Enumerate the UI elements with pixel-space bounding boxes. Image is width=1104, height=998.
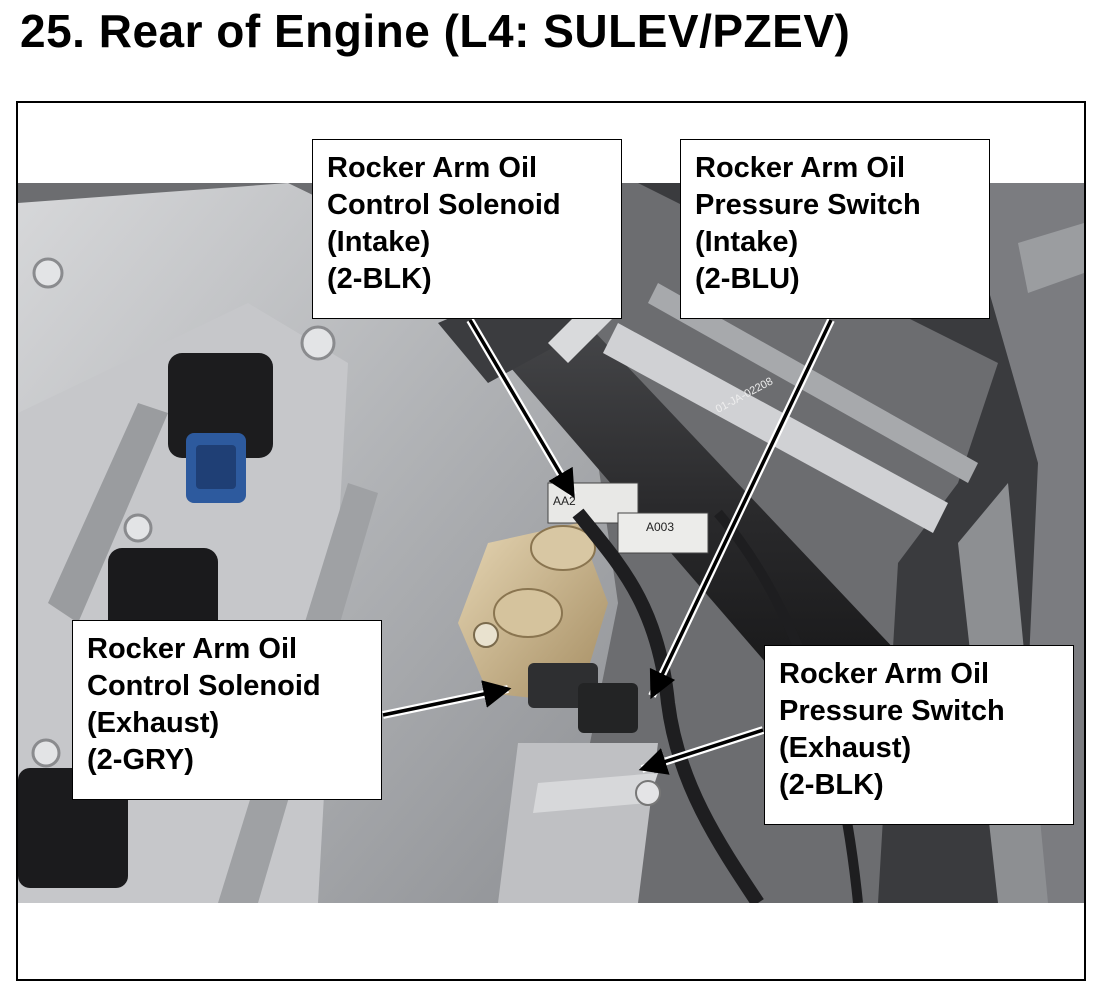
callout-line: (Intake) xyxy=(695,226,799,258)
callout-line: (2-BLK) xyxy=(779,769,884,801)
page-title: 25. Rear of Engine (L4: SULEV/PZEV) xyxy=(20,5,851,57)
callout-intake-solenoid: Rocker Arm Oil Control Solenoid (Intake)… xyxy=(312,139,622,319)
callout-line: (Exhaust) xyxy=(87,707,220,739)
part-code-text: A003 xyxy=(646,520,674,534)
figure-frame: AA2 A003 01-JA-02208 xyxy=(16,101,1086,981)
callout-line: Control Solenoid xyxy=(327,189,561,221)
arrow-intake-switch xyxy=(649,319,833,700)
callout-line: Rocker Arm Oil xyxy=(779,658,990,690)
callout-intake-switch: Rocker Arm Oil Pressure Switch (Intake) … xyxy=(680,139,990,319)
callout-line: Rocker Arm Oil xyxy=(327,152,538,184)
callout-line: Pressure Switch xyxy=(779,695,1005,727)
callout-line: Rocker Arm Oil xyxy=(87,633,298,665)
callout-line: Rocker Arm Oil xyxy=(695,152,906,184)
callout-exhaust-solenoid: Rocker Arm Oil Control Solenoid (Exhaust… xyxy=(72,620,382,800)
callout-line: Pressure Switch xyxy=(695,189,921,221)
callout-arrows xyxy=(382,317,835,775)
callout-exhaust-switch: Rocker Arm Oil Pressure Switch (Exhaust)… xyxy=(764,645,1074,825)
callout-line: (2-BLU) xyxy=(695,263,800,295)
arrow-exhaust-switch xyxy=(638,728,764,775)
callout-line: (Intake) xyxy=(327,226,431,258)
arrow-intake-solenoid xyxy=(468,319,575,499)
callout-line: (2-BLK) xyxy=(327,263,432,295)
callout-line: (Exhaust) xyxy=(779,732,912,764)
callout-line: Control Solenoid xyxy=(87,670,321,702)
callout-line: (2-GRY) xyxy=(87,744,194,776)
arrow-exhaust-solenoid xyxy=(382,680,512,717)
